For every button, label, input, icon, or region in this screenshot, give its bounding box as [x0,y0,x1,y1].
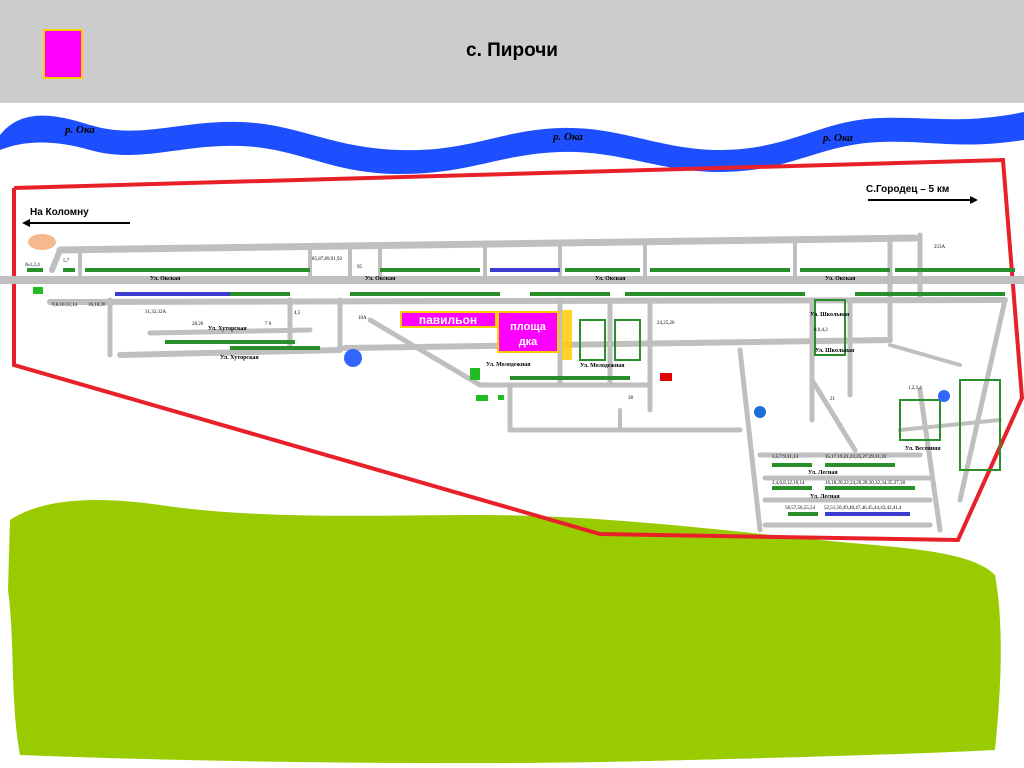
green-plot [476,395,488,401]
street-label: Ул. Школьная [815,348,855,354]
sport-marker-icon [754,406,766,418]
house-number: 95 [357,265,363,270]
house-number: 16,18,20 [88,303,106,308]
street-label: Ул. Лесная [810,494,840,500]
legend-swatch [43,29,83,79]
pond [28,234,56,250]
pavilion [400,311,497,328]
forest-area [8,500,1001,764]
house-number: 8,6,4,2 [814,328,828,333]
street-label: Ул. Хуторская [220,355,259,361]
house-number: 4,5 [294,311,301,316]
street-label: Ул. Весенняя [905,446,941,452]
house-markers [27,268,1015,516]
house-number: 10А [358,316,367,321]
green-plot [470,368,480,380]
house-number: 7 6 [265,322,272,327]
green-plot [33,287,43,294]
river [0,112,1024,174]
house-number: 15,17,19,21,23,25,27,29,31,33 [825,455,887,460]
direction-left-label: На Коломну [30,207,89,218]
green-plot [498,395,504,400]
lake [344,349,362,367]
house-number: 38 [628,396,634,401]
street-label: Ул. Окская [595,276,626,282]
house-number: 52,51,50,49,48,47,46,45,44,43,42,41,4 [824,506,902,511]
map-title: с. Пирочи [466,40,558,61]
arrow-left-icon [22,219,30,227]
house-number: 9,8,10,12,14 [52,303,78,308]
lake [938,390,950,402]
pavilion-label: павильон [419,313,477,327]
river-label: р. Ока [64,124,95,136]
river-label: р. Ока [552,131,583,143]
house-number: 5,7 [63,259,70,264]
house-number: 21 [830,397,836,402]
house-number: 1,2,3,4 [908,386,922,391]
square-label-line1: площа [510,321,547,333]
direction-right-label: С.Городец – 5 км [866,184,949,195]
square [497,311,559,353]
square-label-line2: дка [519,336,538,348]
street-label: Ул. Окская [150,276,181,282]
house-number: 3,5,7,9,11,13 [772,455,799,460]
house-number: 31,32,32А [145,310,167,315]
building-orange [562,310,572,360]
street-label: Ул. Окская [365,276,396,282]
house-number: 58,57,56,55,54 [785,506,816,511]
house-number: №1,2,4 [25,262,40,268]
street-label: Ул. Молодежная [486,362,531,368]
house-number: 24,25,26 [657,321,675,326]
street-label: Ул. Хуторская [208,326,247,332]
house-number: 85,87,89,91,93 [312,257,343,262]
street-label: Ул. Окская [825,276,856,282]
red-building [660,373,672,381]
house-number: 2,4,6,8,12,10,14 [772,481,805,486]
street-label: Ул. Лесная [808,470,838,476]
street-label: Ул. Школьная [810,312,850,318]
title-bar: с. Пирочи [0,0,1024,103]
street-label: Ул. Молодежная [580,363,625,369]
house-number: 28,26 [192,322,204,327]
village-boundary [12,157,1024,543]
house-number: 16,18,20,22,24,26,28,30,32,34,35,37,38 [825,481,906,486]
arrow-right-icon [970,196,978,204]
river-label: р. Ока [822,132,853,144]
house-number: 253А [934,245,946,250]
